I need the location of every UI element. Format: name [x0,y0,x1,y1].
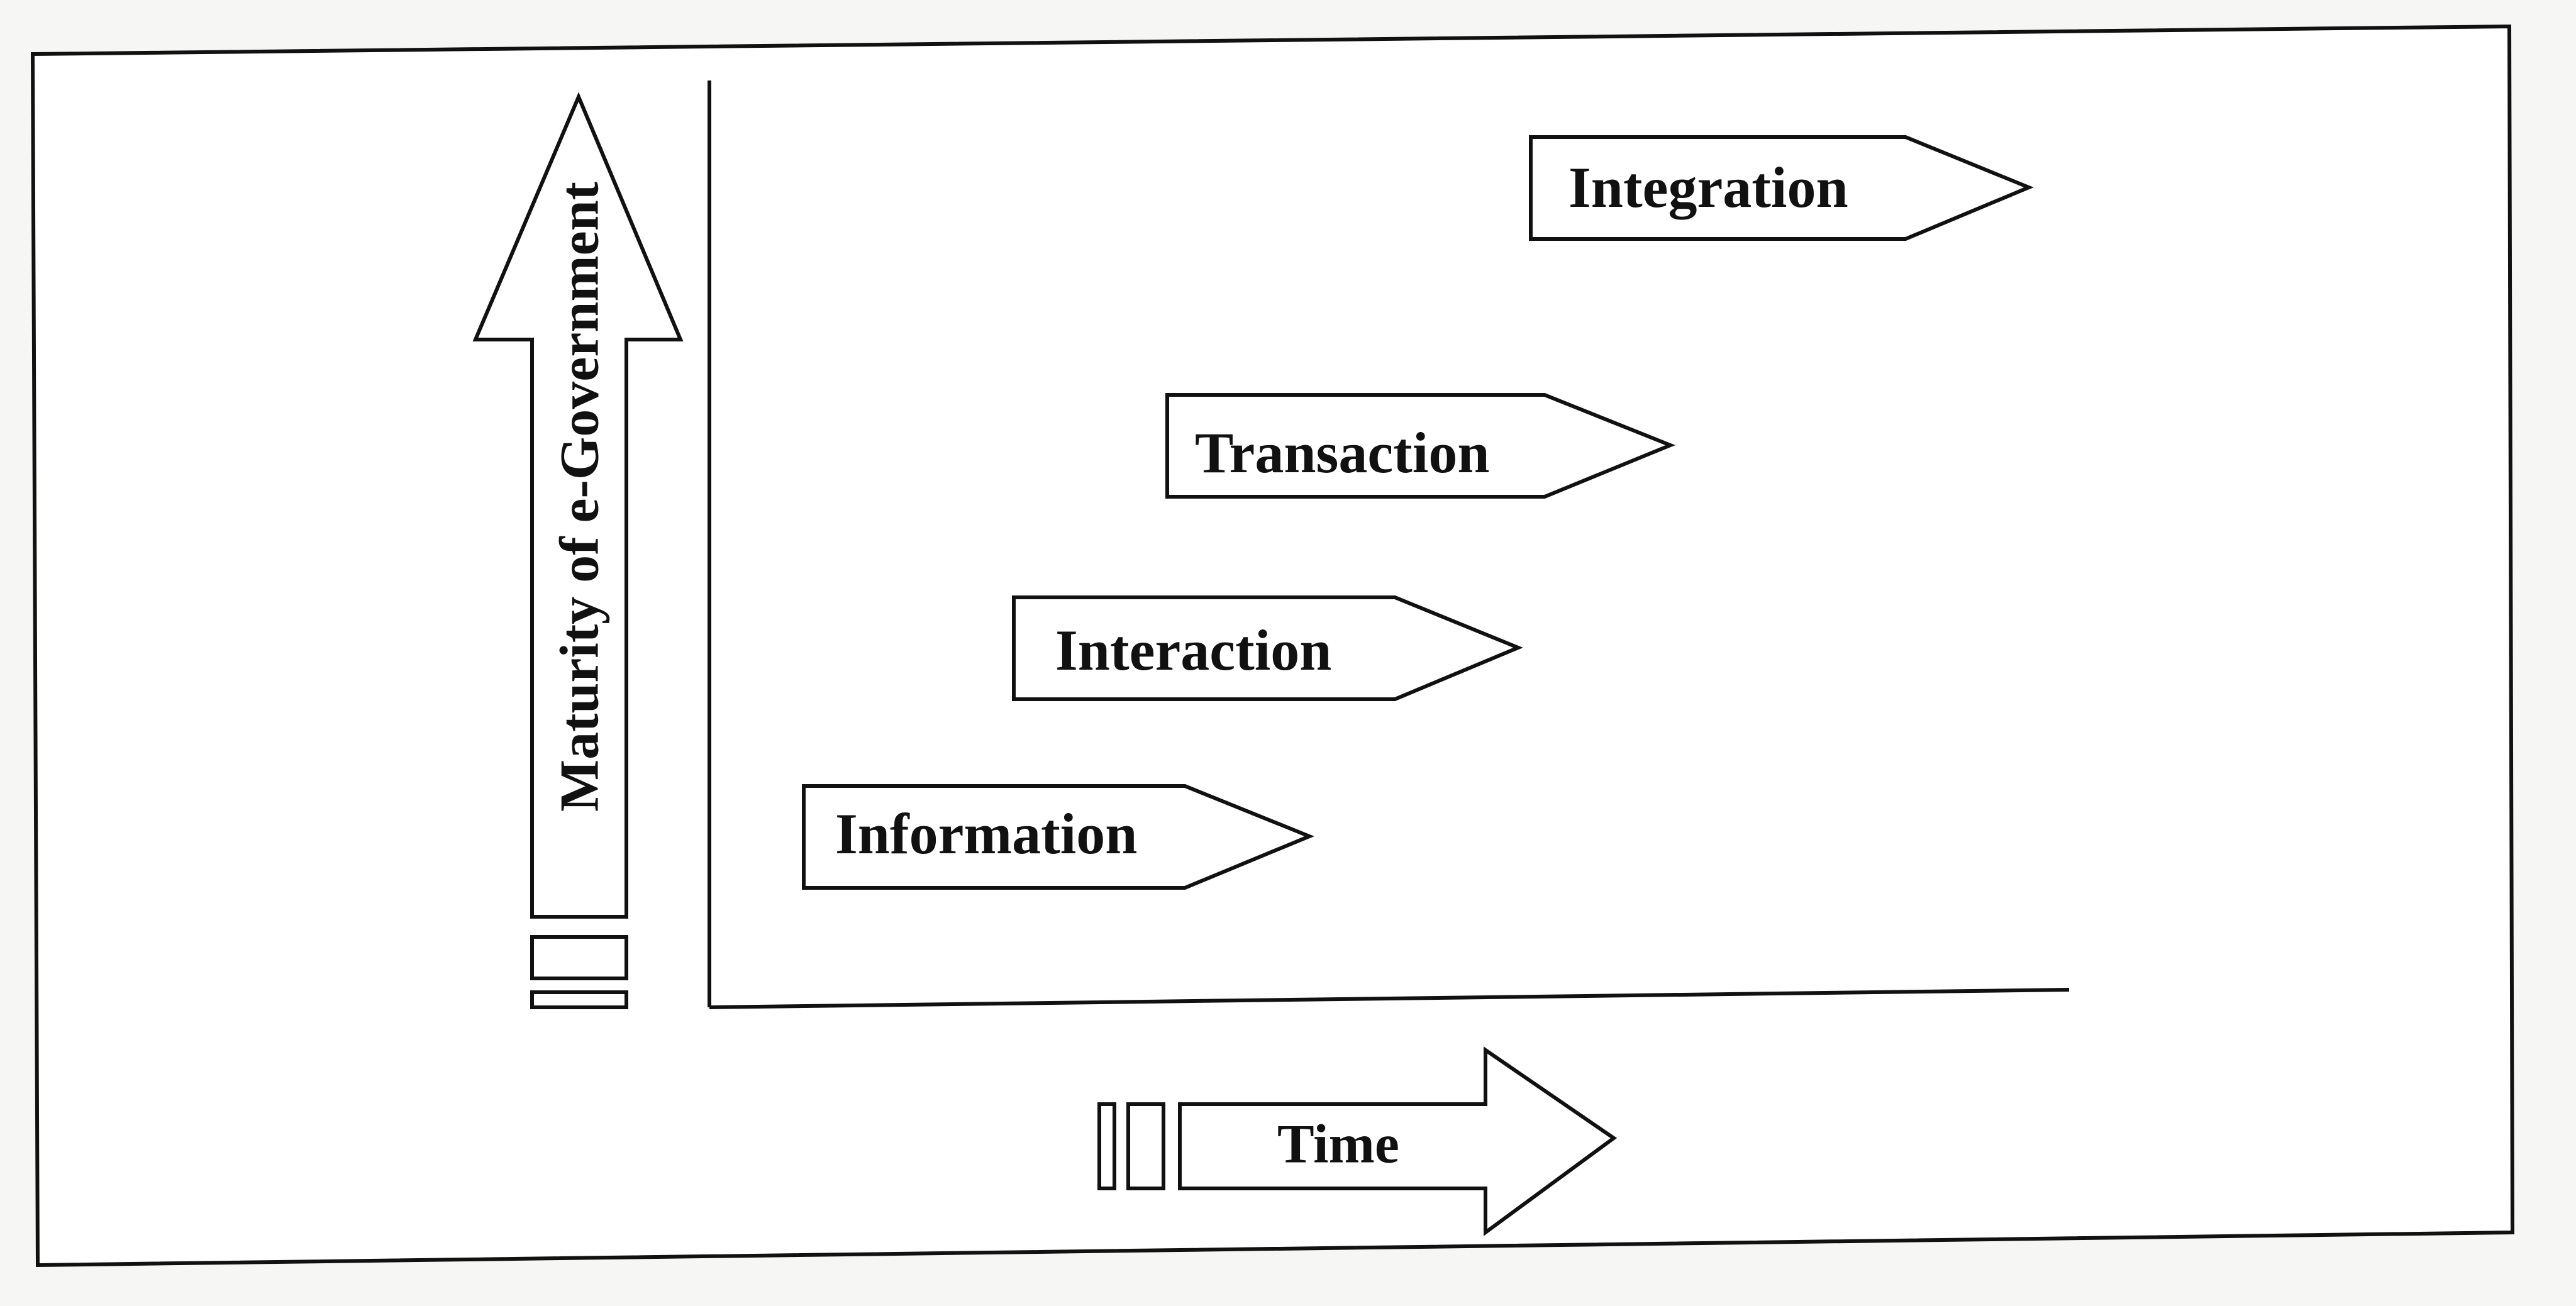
stage-information: Information [802,784,1314,890]
stage-arrow-shape [802,784,1314,890]
stage-transaction: Transaction [1165,393,1675,499]
y-axis-label: Maturity of e-Government [550,182,611,812]
stage-interaction: Interaction [1012,595,1523,701]
y-axis-arrow-tail-strip [530,990,628,1009]
y-axis-arrow-shape [472,92,684,919]
stage-arrow-shape [1012,595,1523,701]
x-axis-line [709,988,2070,1009]
stage-label: Transaction [1195,421,1490,485]
x-axis-arrow-tail-strip [1097,1102,1116,1190]
x-axis-arrow-tail-block [1126,1102,1165,1190]
stage-arrow-shape [1529,135,2034,241]
x-axis-arrow-shape [1178,1046,1618,1236]
x-axis-arrow: Time [1097,1046,1618,1236]
stage-label: Integration [1568,155,1848,219]
stage-arrow-shape [1165,393,1675,499]
y-axis-arrow-tail-block [530,935,628,980]
stage-integration: Integration [1529,135,2034,241]
x-axis-label: Time [1277,1114,1399,1175]
stage-label: Interaction [1055,618,1331,682]
y-axis-arrow: Maturity of e-Government [472,92,684,1009]
stage-label: Information [835,802,1137,866]
